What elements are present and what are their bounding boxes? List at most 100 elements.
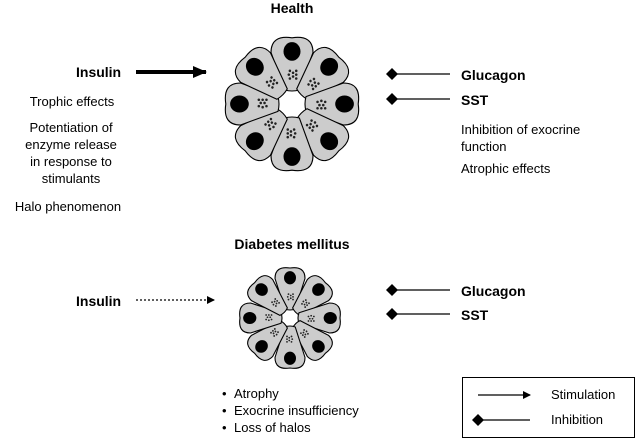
health-zymogen-granule [275, 81, 279, 85]
diabetes-zymogen-granule [304, 306, 307, 308]
diabetes-zymogen-granule [305, 330, 308, 333]
diabetes-title: Diabetes mellitus [234, 236, 350, 252]
health-zymogen-granule [267, 124, 271, 127]
diabetes-zymogen-granule [265, 318, 268, 321]
health-zymogen-granule [292, 135, 296, 139]
diabetes-cell-body [292, 320, 333, 361]
health-acinus [224, 36, 360, 172]
diabetes-zymogen-granule [305, 301, 308, 304]
outcome-atrophy: Atrophy [222, 385, 359, 402]
health-acinar-cell [296, 108, 350, 162]
health-cell-nucleus [245, 132, 264, 151]
health-zymogen-granule [320, 106, 323, 110]
legend-stimulation-label: Stimulation [551, 387, 616, 402]
health-acinar-cell [234, 108, 288, 162]
health-zymogen-granule [291, 75, 295, 78]
legend-inhibition-label: Inhibition [551, 412, 604, 427]
diabetes-zymogen-granule [270, 331, 272, 334]
diabetes-zymogen-granule [287, 293, 290, 296]
health-zymogen-granule [265, 104, 268, 108]
health-effect-potentiation-1: Potentiation of [29, 120, 113, 135]
health-zymogen-granule [274, 122, 277, 125]
diabetes-acinus [239, 267, 341, 369]
diabetes-zymogen-granule [307, 315, 310, 318]
health-zymogen-granule [266, 120, 270, 124]
health-zymogen-granule [267, 84, 271, 87]
health-cell-nucleus [283, 42, 301, 61]
legend-box [462, 377, 635, 438]
health-zymogen-granule [263, 101, 266, 105]
diabetes-zymogen-granule [289, 294, 292, 297]
health-zymogen-granule [316, 106, 319, 110]
diabetes-cell-nucleus [312, 283, 325, 296]
health-zymogen-granule [288, 69, 292, 73]
health-zymogen-granule [289, 133, 293, 137]
health-zymogen-granule [305, 123, 309, 127]
diabetes-zymogen-granule [273, 335, 276, 337]
diabetes-zymogen-granule [274, 305, 277, 307]
diabetes-zymogen-granule [308, 302, 310, 305]
diabetes-zymogen-granule [277, 331, 279, 334]
diabetes-zymogen-granule [307, 332, 309, 335]
health-acinar-cell [296, 46, 350, 100]
diabetes-cell-nucleus [243, 312, 257, 324]
diabetes-glucagon-inhibition-diamond [386, 284, 398, 296]
diabetes-cell-nucleus [255, 340, 268, 353]
health-zymogen-granule [323, 106, 327, 110]
health-zymogen-granule [307, 83, 310, 86]
diabetes-cell-nucleus [312, 340, 325, 353]
health-zymogen-granule [312, 125, 315, 129]
diabetes-zymogen-granule [291, 338, 294, 341]
diabetes-cell-nucleus [255, 283, 268, 296]
health-cell-nucleus [335, 95, 354, 113]
diabetes-zymogen-granule [272, 332, 275, 335]
health-zymogen-granule [265, 98, 268, 102]
health-zymogen-granule [310, 119, 313, 122]
health-insulin-label: Insulin [76, 64, 122, 80]
diabetes-zymogen-granule [274, 298, 277, 300]
health-zymogen-granule [316, 100, 319, 104]
diabetes-zymogen-granule [310, 314, 313, 317]
diabetes-cell-nucleus [284, 271, 296, 285]
health-zymogen-granule [270, 121, 274, 124]
diabetes-cell-nucleus [323, 312, 337, 324]
health-zymogen-granule [323, 100, 327, 104]
diabetes-zymogen-granule [292, 293, 294, 296]
diabetes-zymogen-granule [301, 302, 303, 305]
health-cell-nucleus [230, 95, 249, 113]
diabetes-zymogen-granule [310, 320, 313, 322]
health-zymogen-granule [321, 103, 325, 107]
diabetes-zymogen-granule [286, 335, 288, 338]
health-sst-label: SST [461, 92, 489, 108]
health-zymogen-granule [261, 105, 264, 109]
health-zymogen-granule [261, 98, 264, 102]
diabetes-zymogen-granule [276, 300, 279, 302]
health-zymogen-granule [311, 87, 315, 91]
health-zymogen-granule [291, 71, 295, 75]
health-zymogen-granule [265, 80, 269, 84]
diabetes-zymogen-granule [270, 318, 273, 321]
diabetes-zymogen-granule [288, 336, 291, 339]
diabetes-sst-label: SST [461, 307, 489, 323]
health-cell-nucleus [283, 147, 301, 166]
diabetes-zymogen-granule [267, 319, 270, 322]
diabetes-zymogen-granule [312, 315, 315, 318]
health-zymogen-granule [269, 117, 273, 121]
health-effect-potentiation-3: in response to [30, 154, 112, 169]
health-zymogen-granule [286, 132, 290, 135]
diabetes-zymogen-granule [271, 301, 273, 304]
diabetes-acinar-cell [292, 275, 333, 316]
diabetes-zymogen-granule [273, 300, 276, 303]
diabetes-zymogen-granule [302, 331, 305, 334]
health-glucagon-inhibition-diamond [386, 68, 398, 80]
health-zymogen-granule [313, 81, 317, 84]
diabetes-zymogen-granule [312, 320, 315, 322]
health-zymogen-granule [317, 82, 320, 85]
health-cell-nucleus [320, 57, 339, 76]
health-zymogen-granule [311, 129, 314, 132]
health-glucagon-label: Glucagon [461, 67, 526, 83]
diabetes-sst-inhibition-diamond [386, 308, 398, 320]
health-zymogen-granule [264, 123, 267, 126]
health-zymogen-granule [288, 77, 292, 80]
health-zymogen-granule [269, 79, 272, 83]
